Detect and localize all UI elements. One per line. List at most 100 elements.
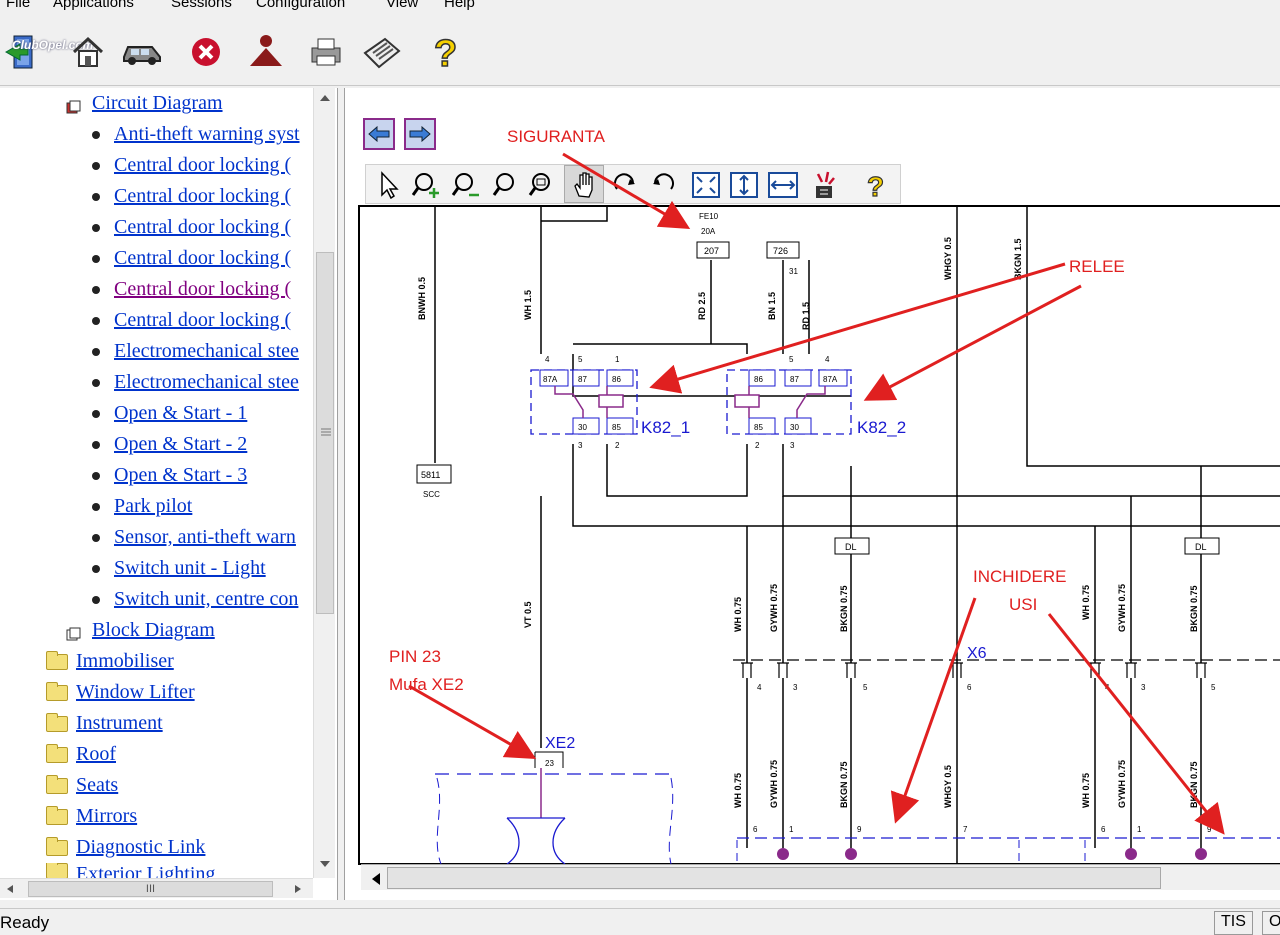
zoom-out-icon[interactable] [452,171,480,199]
tree-item-9[interactable]: Electromechanical stee [92,367,299,398]
tree-node-circuit-diagram[interactable]: Circuit Diagram [66,88,223,119]
k82-2-contact-85: 85 [754,423,763,432]
zoom-in-icon[interactable] [412,171,440,199]
menu-applications[interactable]: Applications [53,0,134,11]
tree-folder-mirrors[interactable]: Mirrors [46,801,137,832]
tree-folder-label[interactable]: Exterior Lighting [76,863,216,879]
newspaper-icon[interactable] [360,30,404,74]
tree-item-label[interactable]: Open & Start - 3 [114,464,248,486]
tree-item-4[interactable]: Central door locking ( [92,212,291,243]
home-icon[interactable] [66,30,110,74]
menu-file[interactable]: File [6,0,31,11]
tree-item-7[interactable]: Central door locking ( [92,305,291,336]
tree-item-11[interactable]: Open & Start - 2 [92,429,247,460]
stop-icon[interactable] [184,30,228,74]
tree-item-16[interactable]: Switch unit, centre con [92,584,298,615]
printer-icon[interactable] [304,30,348,74]
zoom-window-icon[interactable] [528,171,556,199]
scroll-up-icon[interactable] [319,94,331,102]
bullet-icon [92,192,100,201]
tree-item-label[interactable]: Central door locking ( [114,185,292,207]
scroll-down-icon[interactable] [319,860,331,868]
tree-folder-label[interactable]: Seats [76,774,119,796]
back-button[interactable] [363,118,395,150]
bullet-icon [92,161,100,170]
help-icon[interactable]: ? [424,30,468,74]
tree-item-label[interactable]: Park pilot [114,495,193,517]
tree-item-10[interactable]: Open & Start - 1 [92,398,247,429]
tree-panel: Circuit Diagram Anti-theft warning syst … [0,88,338,900]
pan-tool-active[interactable] [564,165,604,203]
tree-folder-label[interactable]: Diagnostic Link [76,836,206,858]
tree-item-label[interactable]: Sensor, anti-theft warn [114,526,296,548]
tree-item-13[interactable]: Park pilot [92,491,192,522]
tree-item-8[interactable]: Electromechanical stee [92,336,299,367]
connector-5811-label: 5811 [421,470,440,480]
bullet-icon [92,347,100,356]
tree-folder-window-lifter[interactable]: Window Lifter [46,677,195,708]
tree-folder-diagnostic-link[interactable]: Diagnostic Link [46,832,205,863]
car-icon[interactable] [120,30,164,74]
tree-item-label[interactable]: Switch unit - Light [114,557,266,579]
zoom-icon[interactable] [492,171,518,199]
tree-label-circuit-diagram[interactable]: Circuit Diagram [92,92,223,114]
menu-view[interactable]: View [386,0,419,11]
tree-item-12[interactable]: Open & Start - 3 [92,460,247,491]
tree-folder-immobiliser[interactable]: Immobiliser [46,646,174,677]
scroll-left-icon[interactable] [6,884,14,894]
connector-xe2: XE2 23 [435,735,674,865]
diagram-horizontal-scrollbar[interactable] [361,864,1280,890]
menu-configuration[interactable]: Configuration [256,0,346,11]
tree-item-2[interactable]: Central door locking ( [92,150,291,181]
exit-icon[interactable] [2,30,46,74]
tree-folder-label[interactable]: Roof [76,743,116,765]
tree-item-label[interactable]: Central door locking ( [114,154,292,176]
tree-folder-label[interactable]: Instrument [76,712,163,734]
tree-item-label[interactable]: Anti-theft warning syst [114,123,300,145]
tree-label-block-diagram[interactable]: Block Diagram [92,619,215,641]
tree-item-label[interactable]: Central door locking ( [114,216,292,238]
tree-folder-seats[interactable]: Seats [46,770,118,801]
tree-item-label[interactable]: Electromechanical stee [114,371,299,393]
tree-item-label[interactable]: Electromechanical stee [114,340,299,362]
tree-item-label[interactable]: Open & Start - 1 [114,402,248,424]
tree-item-14[interactable]: Sensor, anti-theft warn [92,522,296,553]
fit-width-icon[interactable] [768,172,798,198]
tree-hscroll-thumb[interactable]: III [28,881,273,897]
tree-item-6[interactable]: Central door locking ( [92,274,291,305]
tree-folder-label[interactable]: Window Lifter [76,681,195,703]
tree-folder-exterior-lighting[interactable]: Exterior Lighting [46,863,215,879]
tree-folder-label[interactable]: Mirrors [76,805,138,827]
highlight-icon[interactable] [808,170,840,200]
tree-item-label-selected[interactable]: Central door locking ( [114,278,292,300]
k82-1-pin-2: 2 [615,441,620,450]
scroll-left-icon[interactable] [371,872,381,886]
tree-item-3[interactable]: Central door locking ( [92,181,291,212]
tree-item-label[interactable]: Open & Start - 2 [114,433,248,455]
tree-folder-roof[interactable]: Roof [46,739,116,770]
tree-item-1[interactable]: Anti-theft warning syst [92,119,300,150]
menu-sessions[interactable]: Sessions [171,0,232,11]
menu-help[interactable]: Help [444,0,475,11]
fit-all-icon[interactable] [692,172,720,198]
tree-item-label[interactable]: Switch unit, centre con [114,588,299,610]
tree-horizontal-scrollbar[interactable]: III [0,878,313,898]
diagram-scroll-thumb[interactable] [387,867,1161,889]
relay-k82-2: 5 4 86 87 87A 85 30 2 3 K82_2 [726,355,906,450]
tree-item-15[interactable]: Switch unit - Light [92,553,266,584]
tree-item-label[interactable]: Central door locking ( [114,309,292,331]
tree-scroll-thumb[interactable] [316,252,334,614]
fit-height-icon[interactable] [730,172,758,198]
tree-folder-label[interactable]: Immobiliser [76,650,174,672]
person-icon[interactable] [244,30,288,74]
tree-folder-instrument[interactable]: Instrument [46,708,163,739]
pointer-icon[interactable] [378,171,402,199]
tree-node-block-diagram[interactable]: Block Diagram [66,615,215,646]
scroll-right-icon[interactable] [294,884,302,894]
forward-button[interactable] [404,118,436,150]
diagram-help-icon[interactable]: ? [862,170,888,200]
tree-item-label[interactable]: Central door locking ( [114,247,292,269]
rotate-left-icon[interactable] [648,173,676,197]
tree-item-5[interactable]: Central door locking ( [92,243,291,274]
tree-vertical-scrollbar[interactable] [313,88,335,878]
